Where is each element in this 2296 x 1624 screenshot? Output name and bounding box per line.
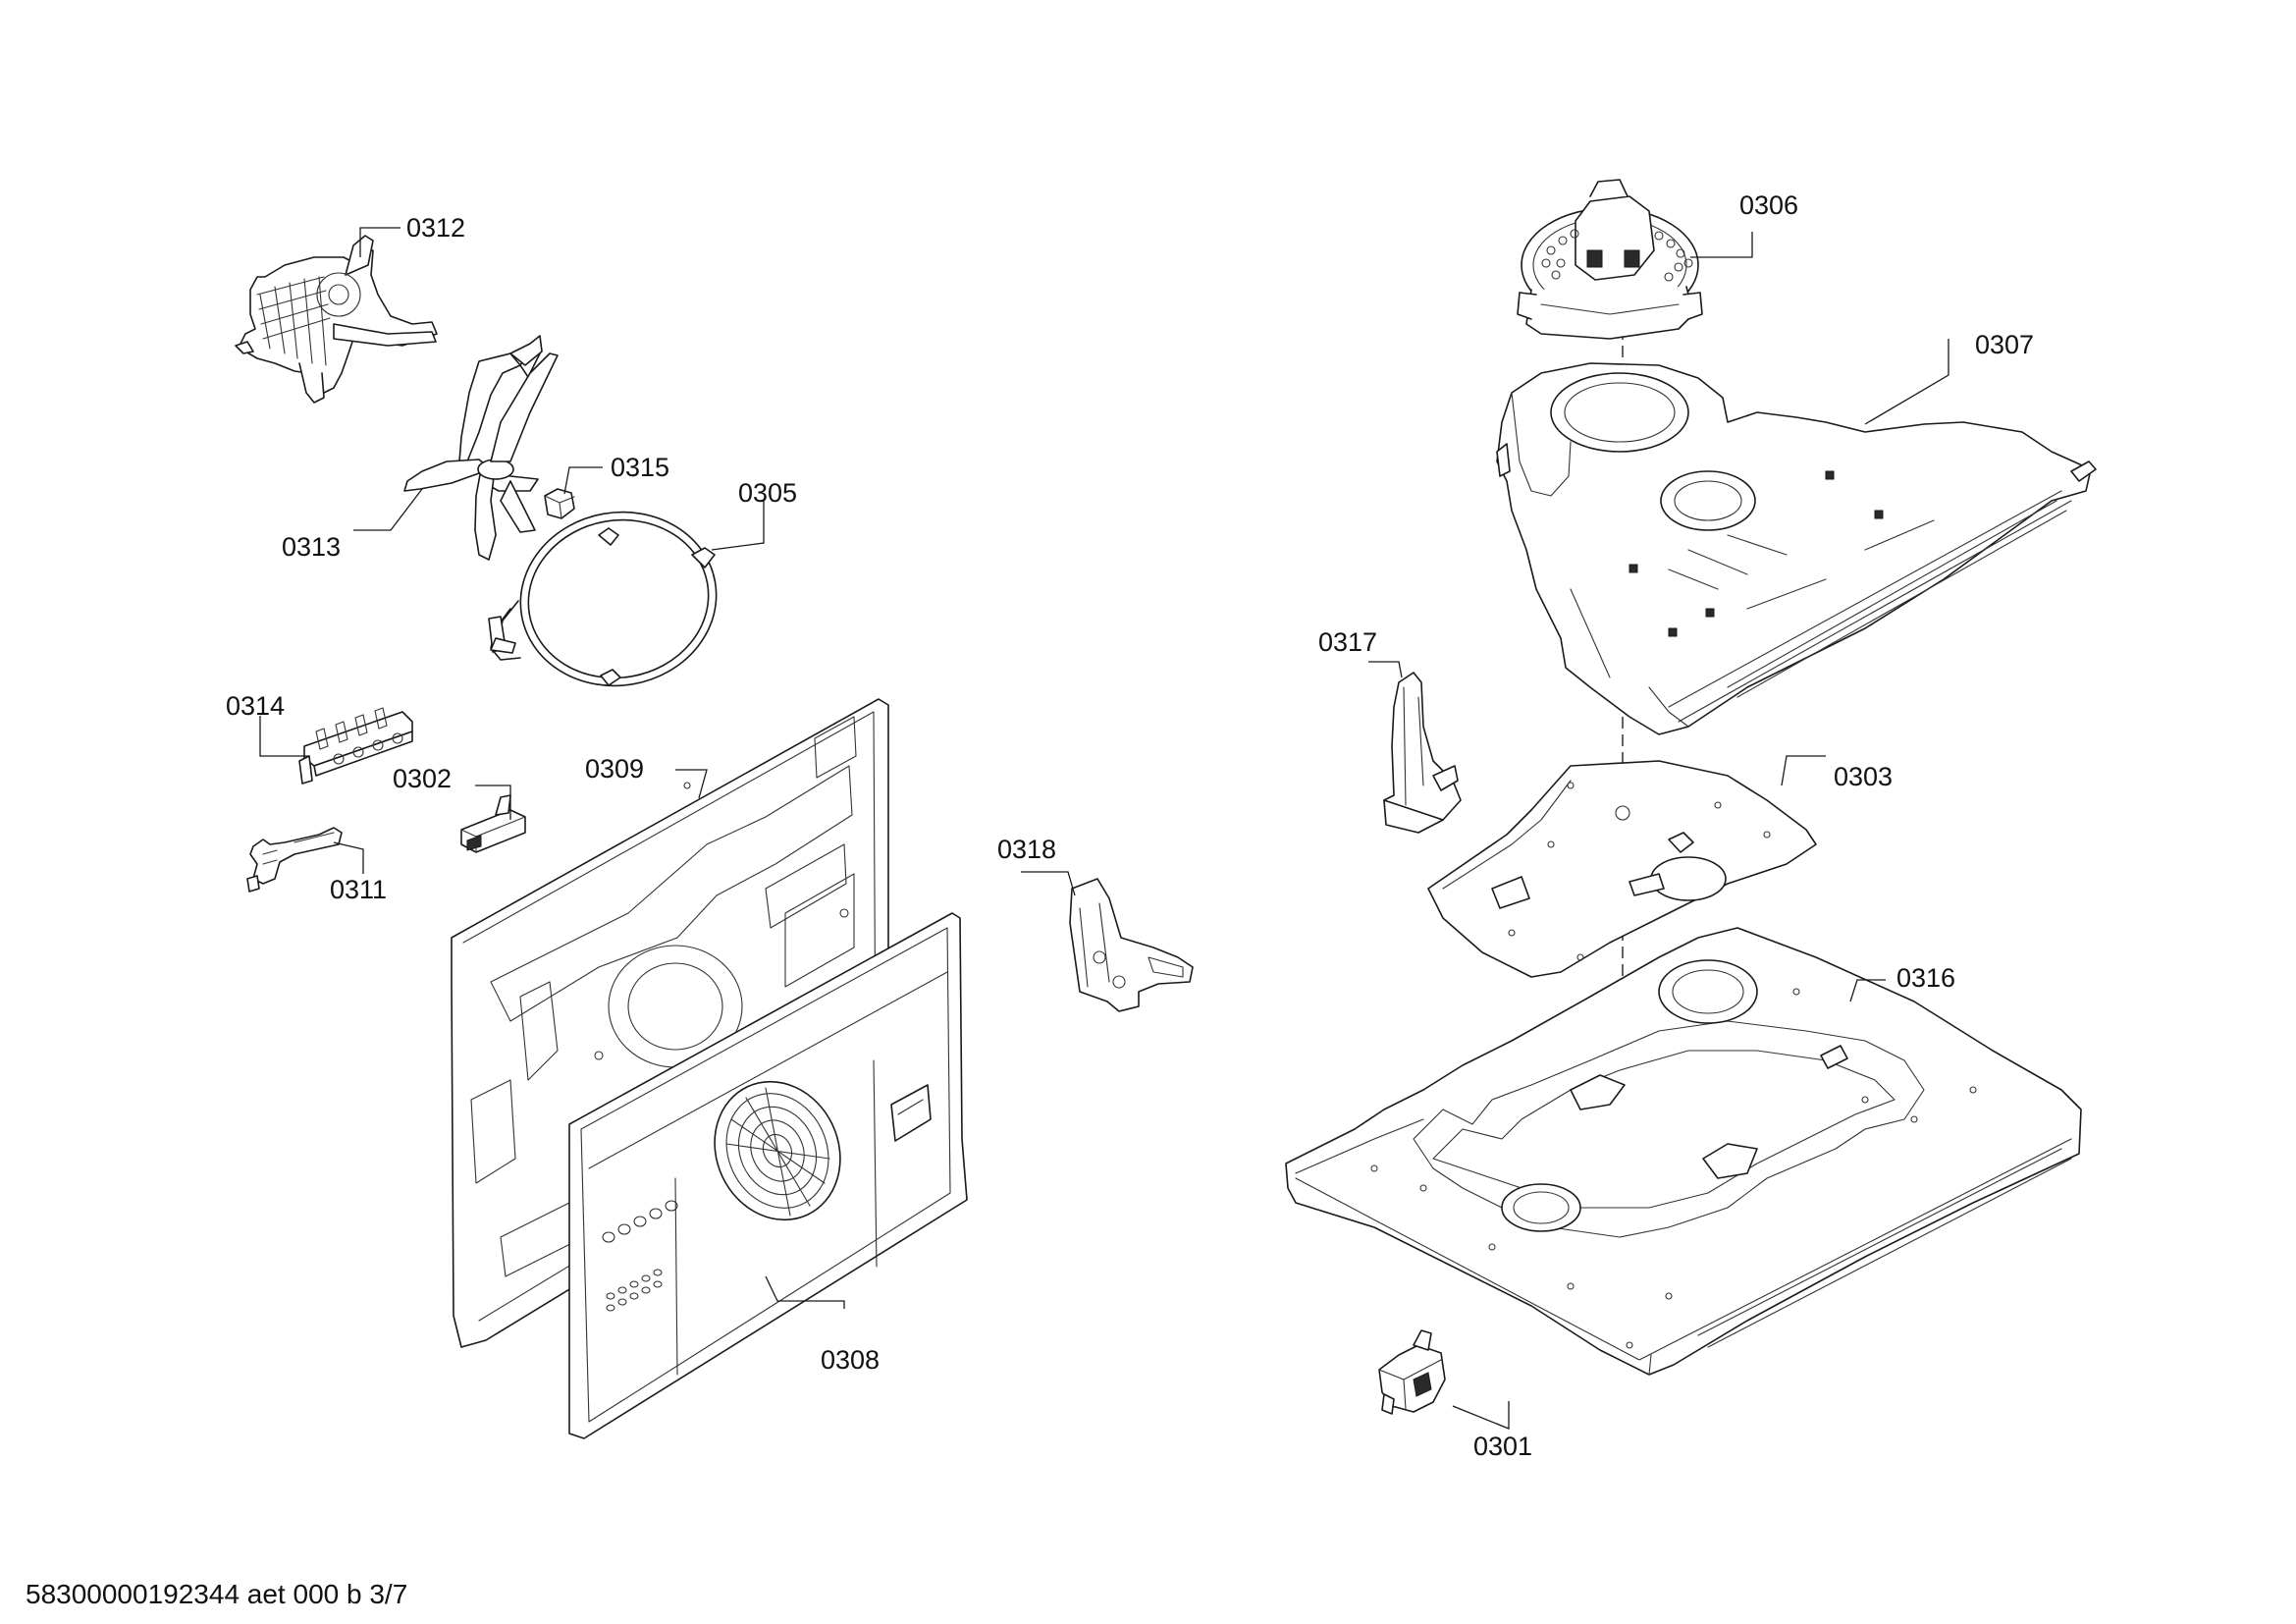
callout-0306: 0306 — [1739, 190, 1798, 220]
part-0317-side-bracket — [1383, 672, 1462, 834]
part-0309-rear-panel — [451, 698, 889, 1348]
part-0318-hinge-bracket — [1069, 878, 1194, 1012]
leader-lines — [259, 227, 1949, 1430]
callout-0301: 0301 — [1473, 1432, 1532, 1461]
part-0301-switch — [1378, 1329, 1446, 1415]
part-0315-nut — [544, 488, 575, 519]
part-0306-blower-fan — [1517, 179, 1703, 340]
part-0312-fan-motor — [235, 235, 438, 404]
callout-0303: 0303 — [1834, 762, 1893, 791]
callout-0312: 0312 — [406, 213, 465, 243]
callout-0305: 0305 — [738, 478, 797, 508]
callout-0308: 0308 — [821, 1345, 880, 1375]
part-0302-sensor — [460, 794, 526, 853]
callout-0315: 0315 — [611, 453, 669, 482]
document-code-footer: 58300000192344 aet 000 b 3/7 — [26, 1579, 407, 1609]
callout-0316: 0316 — [1896, 963, 1955, 993]
part-0313-fan-blade — [403, 335, 559, 561]
callout-0311: 0311 — [330, 875, 387, 904]
part-0305-ring-heater — [488, 511, 718, 687]
part-0308-fan-cover — [568, 912, 968, 1439]
part-0307-blower-housing — [1496, 362, 2097, 735]
callout-labels: 0312 0313 0315 0305 0314 0302 0309 0311 … — [226, 190, 2034, 1461]
callout-0307: 0307 — [1975, 330, 2034, 359]
part-0311-bracket — [246, 827, 343, 893]
callout-0313: 0313 — [282, 532, 341, 562]
part-0316-bottom-tray — [1285, 927, 2082, 1376]
callout-0302: 0302 — [393, 764, 452, 793]
callout-0314: 0314 — [226, 691, 285, 721]
part-0303-cover-plate — [1427, 760, 1817, 978]
part-0314-terminal-block — [298, 707, 413, 785]
callout-0318: 0318 — [997, 835, 1056, 864]
callout-0309: 0309 — [585, 754, 644, 784]
callout-0317: 0317 — [1318, 627, 1377, 657]
